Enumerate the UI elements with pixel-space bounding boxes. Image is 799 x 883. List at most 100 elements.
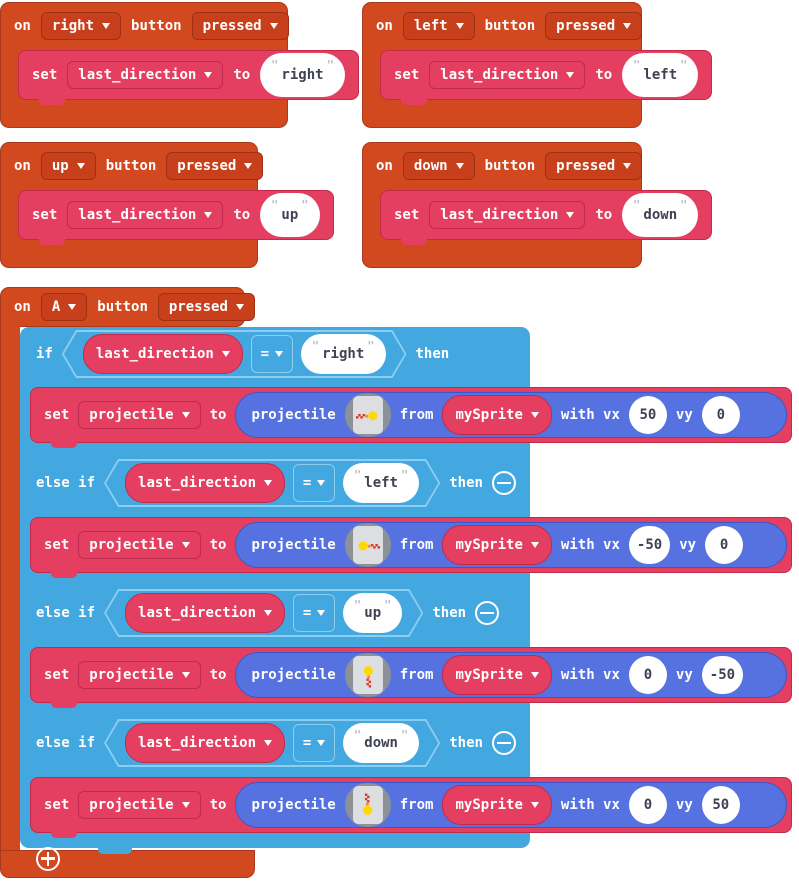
add-branch-button[interactable] <box>36 846 60 871</box>
condition-hexagon[interactable]: last_direction = "left" <box>104 459 440 507</box>
set-variable-block[interactable]: set last_direction to "right" <box>18 50 359 105</box>
string-literal[interactable]: "left" <box>343 463 420 503</box>
set-variable-block[interactable]: set last_direction to "down" <box>380 190 713 245</box>
variable-dropdown[interactable]: last_direction <box>82 334 243 374</box>
string-literal[interactable]: "left" <box>622 53 699 97</box>
sprite-dropdown[interactable]: mySprite <box>442 525 552 565</box>
direction-dropdown[interactable]: A <box>40 293 88 321</box>
on-left-button-block[interactable]: on left button pressed set last_directio… <box>362 2 713 128</box>
string-literal[interactable]: "up" <box>260 193 320 237</box>
event-dropdown[interactable]: pressed <box>157 293 255 321</box>
set-projectile-block[interactable]: set projectile to projectile <box>30 387 792 448</box>
sprite-image-field[interactable] <box>344 393 391 437</box>
direction-dropdown[interactable]: down <box>402 152 475 180</box>
comparison-operator-dropdown[interactable]: = <box>293 464 336 502</box>
projectile-from-sprite-block[interactable]: projectile from mySprite <box>235 392 787 438</box>
to-label: to <box>209 797 227 813</box>
string-literal[interactable]: "down" <box>622 193 699 237</box>
to-label: to <box>209 537 227 553</box>
open-quote: " <box>354 728 362 742</box>
button-label: button <box>97 299 148 315</box>
condition-hexagon[interactable]: last_direction = "down" <box>104 719 440 767</box>
with-vx-label: with vx <box>560 797 620 813</box>
variable-dropdown[interactable]: projectile <box>78 401 201 429</box>
branch-body: set projectile to projectile <box>20 387 792 455</box>
projectile-from-sprite-block[interactable]: projectile from mySprite <box>235 522 787 568</box>
condition-hexagon[interactable]: last_direction = "up" <box>104 589 423 637</box>
on-up-button-block[interactable]: on up button pressed set last_direction … <box>0 142 334 268</box>
event-dropdown[interactable]: pressed <box>191 12 289 40</box>
vx-value[interactable]: -50 <box>628 526 671 564</box>
then-label: then <box>432 605 467 621</box>
string-literal[interactable]: "right" <box>260 53 345 97</box>
variable-dropdown[interactable]: projectile <box>78 531 201 559</box>
event-dropdown[interactable]: pressed <box>166 152 264 180</box>
set-projectile-block[interactable]: set projectile to projectile <box>30 777 792 838</box>
projectile-from-sprite-block[interactable]: projectile from mySprite <box>235 652 787 698</box>
comparison-operator-dropdown[interactable]: = <box>293 724 336 762</box>
else-if-label: else if <box>36 735 96 751</box>
chevron-down-icon <box>76 163 85 169</box>
chevron-down-icon <box>181 672 190 678</box>
sprite-dropdown[interactable]: mySprite <box>442 785 552 825</box>
variable-dropdown[interactable]: projectile <box>78 791 201 819</box>
variable-dropdown[interactable]: last_direction <box>429 201 586 229</box>
vy-value[interactable]: 0 <box>701 396 740 434</box>
if-condition-row: if last_direction = "right" then <box>20 327 530 381</box>
set-projectile-block[interactable]: set projectile to projectile <box>30 517 792 578</box>
sprite-image-field[interactable] <box>344 653 391 697</box>
event-dropdown[interactable]: pressed <box>545 12 643 40</box>
string-literal[interactable]: "down" <box>343 723 420 763</box>
projectile-from-sprite-block[interactable]: projectile from mySprite <box>235 782 787 828</box>
close-quote: " <box>384 598 392 612</box>
chevron-down-icon <box>530 672 539 678</box>
sprite-image-field[interactable] <box>344 523 391 567</box>
comparison-operator-dropdown[interactable]: = <box>293 594 336 632</box>
vy-value[interactable]: 50 <box>701 786 740 824</box>
sprite-dropdown[interactable]: mySprite <box>442 655 552 695</box>
vx-value[interactable]: 50 <box>628 396 667 434</box>
on-down-button-block[interactable]: on down button pressed set last_directio… <box>362 142 713 268</box>
direction-dropdown[interactable]: up <box>40 152 96 180</box>
with-vx-label: with vx <box>560 537 620 553</box>
string-literal[interactable]: "right" <box>300 334 386 374</box>
if-else-block[interactable]: if last_direction = "right" then set pro… <box>20 327 792 871</box>
variable-dropdown[interactable]: last_direction <box>67 201 224 229</box>
variable-dropdown[interactable]: last_direction <box>125 723 286 763</box>
vy-label: vy <box>675 667 693 683</box>
then-label: then <box>415 346 450 362</box>
direction-dropdown[interactable]: right <box>40 12 122 40</box>
direction-dropdown[interactable]: left <box>402 12 475 40</box>
event-dropdown[interactable]: pressed <box>545 152 643 180</box>
condition-hexagon[interactable]: last_direction = "right" <box>62 330 407 378</box>
branch-body: set projectile to projectile <box>20 647 792 715</box>
comparison-operator-dropdown[interactable]: = <box>250 335 293 373</box>
variable-dropdown[interactable]: last_direction <box>67 61 224 89</box>
vy-value[interactable]: -50 <box>701 656 744 694</box>
set-variable-block[interactable]: set last_direction to "up" <box>18 190 334 245</box>
vx-value[interactable]: 0 <box>628 656 667 694</box>
sprite-image-field[interactable] <box>344 783 391 827</box>
remove-branch-button[interactable] <box>491 731 516 755</box>
variable-dropdown[interactable]: last_direction <box>429 61 586 89</box>
sprite-dropdown[interactable]: mySprite <box>442 395 552 435</box>
set-projectile-block[interactable]: set projectile to projectile <box>30 647 792 708</box>
set-variable-block[interactable]: set last_direction to "left" <box>380 50 713 105</box>
projectile-image-up <box>352 656 383 694</box>
on-a-button-block[interactable]: on A button pressed <box>0 287 255 327</box>
chevron-down-icon <box>530 802 539 808</box>
vy-value[interactable]: 0 <box>705 526 744 564</box>
on-right-button-block[interactable]: on right button pressed set last_directi… <box>0 2 359 128</box>
remove-branch-button[interactable] <box>475 601 500 625</box>
variable-dropdown[interactable]: last_direction <box>125 463 286 503</box>
chevron-down-icon <box>275 351 284 357</box>
chevron-down-icon <box>317 480 326 486</box>
remove-branch-button[interactable] <box>491 471 516 495</box>
variable-dropdown[interactable]: projectile <box>78 661 201 689</box>
string-literal[interactable]: "up" <box>343 593 403 633</box>
vx-value[interactable]: 0 <box>628 786 667 824</box>
button-label: button <box>484 18 536 34</box>
vy-label: vy <box>675 407 693 423</box>
variable-dropdown[interactable]: last_direction <box>125 593 286 633</box>
button-label: button <box>484 158 536 174</box>
